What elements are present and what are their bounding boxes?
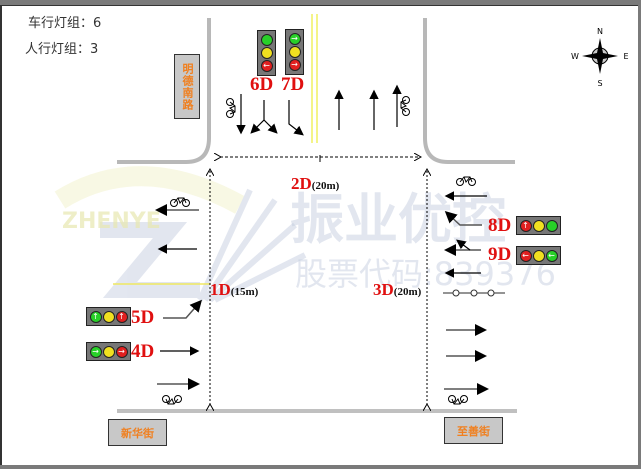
signal-label-8D: 8D	[488, 215, 512, 236]
yellow-lamp-icon	[288, 45, 301, 58]
red-right-arrow-lamp-icon: →	[288, 59, 301, 72]
left-border	[0, 5, 2, 465]
crosswalk-label-1D: 1D(15m)	[210, 280, 259, 299]
crosswalk-label-2D: 2D(20m)	[291, 174, 340, 193]
green-up-arrow-lamp-icon: ↑	[89, 310, 102, 323]
crosswalk-label-3D: 3D(20m)	[373, 280, 422, 299]
signal-label-4D: 4D	[131, 341, 155, 362]
yellow-lamp-icon	[102, 310, 115, 323]
yellow-lamp-icon	[260, 46, 273, 59]
signal-6D: ←	[257, 30, 276, 76]
pedestrian-signal-groups: 人行灯组：3	[25, 42, 99, 57]
red-left-arrow-lamp-icon: ←	[519, 249, 532, 262]
signal-label-9D: 9D	[488, 244, 512, 265]
bottom-border	[0, 465, 641, 469]
green-lamp-icon	[260, 33, 273, 46]
red-right-arrow-lamp-icon: →	[115, 345, 128, 358]
yellow-lamp-icon	[532, 249, 545, 262]
green-right-arrow-lamp-icon: →	[288, 32, 301, 45]
svg-text:N: N	[597, 27, 603, 36]
compass-icon: N S W E	[571, 27, 628, 88]
street-sign-southeast: 至善街	[444, 417, 503, 444]
svg-text:S: S	[597, 79, 602, 88]
red-left-arrow-lamp-icon: ←	[260, 60, 273, 73]
yellow-lamp-icon	[532, 219, 545, 232]
top-border	[0, 0, 641, 6]
green-right-arrow-lamp-icon: →	[89, 345, 102, 358]
signal-9D: ← ←	[516, 246, 561, 265]
green-lamp-icon	[545, 219, 558, 232]
red-up-arrow-lamp-icon: ↑	[115, 310, 128, 323]
right-border	[638, 5, 641, 465]
signal-7D: → →	[285, 29, 304, 75]
svg-text:E: E	[623, 52, 628, 61]
svg-text:W: W	[571, 52, 579, 61]
vehicle-signal-groups: 车行灯组：6	[28, 16, 102, 31]
signal-8D: ↑	[516, 216, 561, 235]
bicycle-icon	[162, 96, 476, 405]
street-sign-north: 明德南路	[174, 54, 200, 119]
signal-4D: → →	[86, 342, 131, 361]
green-left-arrow-lamp-icon: ←	[545, 249, 558, 262]
signal-label-6D: 6D	[250, 74, 274, 95]
signal-label-7D: 7D	[281, 74, 305, 95]
signal-label-5D: 5D	[131, 307, 155, 328]
street-sign-southwest: 新华街	[108, 419, 167, 446]
red-up-arrow-lamp-icon: ↑	[519, 219, 532, 232]
yellow-lamp-icon	[102, 345, 115, 358]
signal-5D: ↑ ↑	[86, 307, 131, 326]
